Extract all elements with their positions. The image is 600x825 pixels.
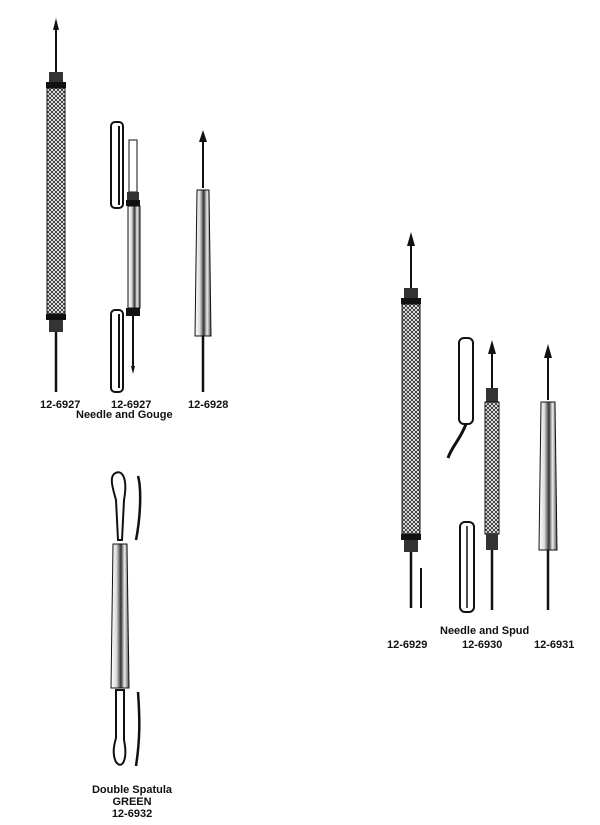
needle-flat-handle-6931 (538, 344, 558, 610)
double-spatula-6932 (110, 471, 142, 767)
code-label: 12-6927 (40, 399, 81, 411)
code-label: 12-6929 (387, 639, 428, 651)
code-label: 12-6931 (534, 639, 575, 651)
group-caption: Needle and Gouge (76, 409, 173, 421)
code-label: 12-6930 (462, 639, 503, 651)
group-caption: Needle and Spud (440, 625, 530, 637)
spud-with-cap-6930 (446, 337, 500, 613)
color-label: GREEN (112, 796, 152, 808)
needle-knurled-handle-6929 (401, 232, 422, 608)
code-label: 12-6928 (188, 399, 229, 411)
group-caption: Double Spatula (91, 784, 173, 796)
needle-knurled-handle-6927 (46, 18, 66, 392)
code-label: 12-6932 (111, 808, 153, 820)
gouge-with-cap-6927 (110, 121, 141, 393)
code-label: 12-6927 (111, 399, 152, 411)
needle-flat-handle-6928 (194, 130, 212, 392)
